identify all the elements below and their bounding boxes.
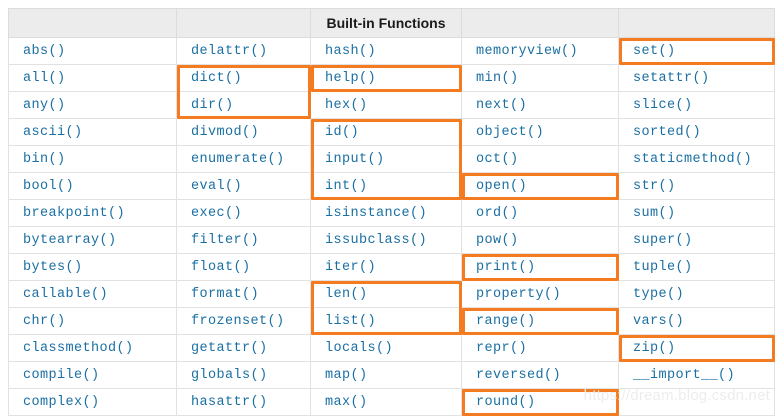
function-cell[interactable]: tuple()	[618, 253, 775, 281]
table-body: abs()delattr()hash()memoryview()set()all…	[8, 37, 775, 416]
function-cell[interactable]: bytearray()	[8, 226, 177, 254]
function-cell[interactable]: range()	[461, 307, 619, 335]
function-cell[interactable]: compile()	[8, 361, 177, 389]
function-cell[interactable]: iter()	[310, 253, 462, 281]
function-cell[interactable]: repr()	[461, 334, 619, 362]
function-cell[interactable]: ascii()	[8, 118, 177, 146]
function-cell[interactable]: isinstance()	[310, 199, 462, 227]
function-cell[interactable]: type()	[618, 280, 775, 308]
function-cell[interactable]: open()	[461, 172, 619, 200]
table-row: classmethod()getattr()locals()repr()zip(…	[8, 334, 775, 362]
function-cell[interactable]: __import__()	[618, 361, 775, 389]
table-row: ascii()divmod()id()object()sorted()	[8, 118, 775, 146]
table-row: chr()frozenset()list()range()vars()	[8, 307, 775, 335]
function-cell[interactable]: len()	[310, 280, 462, 308]
function-cell[interactable]: eval()	[176, 172, 311, 200]
function-cell[interactable]: property()	[461, 280, 619, 308]
table-row: bin()enumerate()input()oct()staticmethod…	[8, 145, 775, 173]
table-row: compile()globals()map()reversed()__impor…	[8, 361, 775, 389]
function-cell[interactable]: filter()	[176, 226, 311, 254]
function-cell[interactable]: divmod()	[176, 118, 311, 146]
function-cell[interactable]: reversed()	[461, 361, 619, 389]
function-cell[interactable]: hasattr()	[176, 388, 311, 416]
page-title: Built-in Functions	[310, 8, 462, 38]
table-row: callable()format()len()property()type()	[8, 280, 775, 308]
table-row: bool()eval()int()open()str()	[8, 172, 775, 200]
table-header-row: Built-in Functions	[8, 8, 775, 38]
function-cell[interactable]: zip()	[618, 334, 775, 362]
function-cell[interactable]: object()	[461, 118, 619, 146]
function-cell[interactable]: max()	[310, 388, 462, 416]
function-cell[interactable]: callable()	[8, 280, 177, 308]
table-header-cell-empty	[8, 8, 177, 38]
function-cell[interactable]: min()	[461, 64, 619, 92]
function-cell[interactable]: print()	[461, 253, 619, 281]
table-row: breakpoint()exec()isinstance()ord()sum()	[8, 199, 775, 227]
function-cell[interactable]: id()	[310, 118, 462, 146]
table-header: Built-in Functions	[8, 8, 775, 38]
function-cell[interactable]: format()	[176, 280, 311, 308]
function-cell[interactable]: chr()	[8, 307, 177, 335]
function-cell[interactable]: help()	[310, 64, 462, 92]
function-cell[interactable]: bin()	[8, 145, 177, 173]
function-cell[interactable]: sorted()	[618, 118, 775, 146]
function-cell[interactable]: all()	[8, 64, 177, 92]
function-cell[interactable]: delattr()	[176, 37, 311, 65]
function-cell[interactable]: super()	[618, 226, 775, 254]
function-cell[interactable]: getattr()	[176, 334, 311, 362]
function-cell[interactable]: dict()	[176, 64, 311, 92]
builtin-functions-page: Built-in Functions abs()delattr()hash()m…	[0, 8, 780, 416]
function-cell[interactable]: float()	[176, 253, 311, 281]
function-cell[interactable]: bytes()	[8, 253, 177, 281]
function-cell[interactable]: classmethod()	[8, 334, 177, 362]
function-cell[interactable]: bool()	[8, 172, 177, 200]
function-cell[interactable]: enumerate()	[176, 145, 311, 173]
function-cell[interactable]: vars()	[618, 307, 775, 335]
function-cell[interactable]: next()	[461, 91, 619, 119]
function-cell[interactable]: globals()	[176, 361, 311, 389]
table-row: bytearray()filter()issubclass()pow()supe…	[8, 226, 775, 254]
function-cell[interactable]: complex()	[8, 388, 177, 416]
function-cell[interactable]: exec()	[176, 199, 311, 227]
function-cell[interactable]: staticmethod()	[618, 145, 775, 173]
function-cell[interactable]: hash()	[310, 37, 462, 65]
function-cell[interactable]: hex()	[310, 91, 462, 119]
function-cell[interactable]: dir()	[176, 91, 311, 119]
function-cell[interactable]: setattr()	[618, 64, 775, 92]
table-header-cell-empty	[618, 8, 775, 38]
function-cell[interactable]: pow()	[461, 226, 619, 254]
function-cell[interactable]: memoryview()	[461, 37, 619, 65]
function-cell[interactable]: int()	[310, 172, 462, 200]
function-cell[interactable]: locals()	[310, 334, 462, 362]
function-cell[interactable]: slice()	[618, 91, 775, 119]
table-row: bytes()float()iter()print()tuple()	[8, 253, 775, 281]
watermark-text: https://dream.blog.csdn.net	[583, 387, 770, 404]
function-cell[interactable]: ord()	[461, 199, 619, 227]
table-row: all()dict()help()min()setattr()	[8, 64, 775, 92]
function-cell[interactable]: abs()	[8, 37, 177, 65]
function-cell[interactable]: str()	[618, 172, 775, 200]
function-cell[interactable]: input()	[310, 145, 462, 173]
function-cell[interactable]: list()	[310, 307, 462, 335]
function-cell[interactable]: set()	[618, 37, 775, 65]
table-row: any()dir()hex()next()slice()	[8, 91, 775, 119]
table-header-cell-empty	[461, 8, 619, 38]
function-cell[interactable]: breakpoint()	[8, 199, 177, 227]
function-cell[interactable]: map()	[310, 361, 462, 389]
function-cell[interactable]: sum()	[618, 199, 775, 227]
table-header-cell-empty	[176, 8, 311, 38]
function-cell[interactable]: issubclass()	[310, 226, 462, 254]
function-cell[interactable]: frozenset()	[176, 307, 311, 335]
function-cell[interactable]: oct()	[461, 145, 619, 173]
table-row: abs()delattr()hash()memoryview()set()	[8, 37, 775, 65]
builtin-functions-table: Built-in Functions abs()delattr()hash()m…	[8, 8, 775, 416]
function-cell[interactable]: any()	[8, 91, 177, 119]
